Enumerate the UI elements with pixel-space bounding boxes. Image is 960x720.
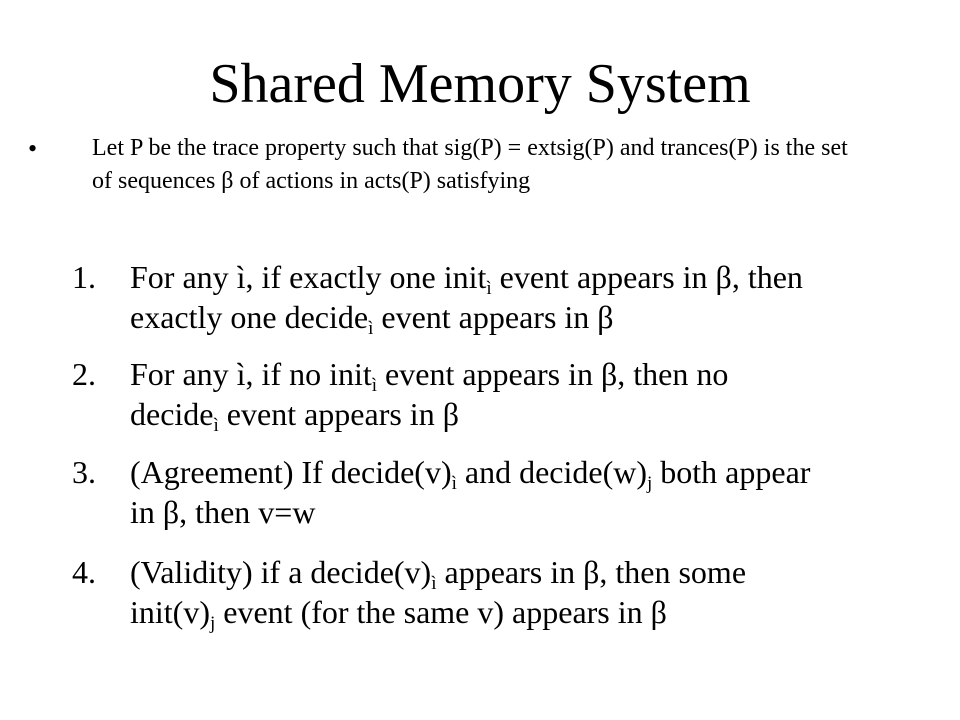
item-text: For any ì, if no initì event appears in … [130, 354, 930, 436]
item-text: (Validity) if a decide(v)ì appears in β,… [130, 552, 930, 634]
subscript: j [647, 473, 653, 494]
subscript: j [209, 613, 216, 634]
slide-title: Shared Memory System [209, 53, 751, 115]
item-line: (Validity) if a decide(v)ì appears in β,… [130, 552, 930, 594]
item-line: (Agreement) If decide(v)ì and decide(w)j… [130, 452, 930, 494]
text-run: event appears in β [218, 396, 459, 432]
text-run: in β, then v=w [130, 494, 316, 530]
text-run: decide [130, 396, 214, 432]
text-run: and decide(w) [456, 454, 647, 490]
item-text: For any ì, if exactly one initì event ap… [130, 257, 930, 339]
item-number: 1. [72, 259, 96, 295]
intro-bullet-text: Let P be the trace property such that si… [92, 135, 848, 194]
item-text: (Agreement) If decide(v)ì and decide(w)j… [130, 452, 930, 532]
text-run: (Validity) if a decide(v) [130, 554, 432, 590]
text-run: event appears in β, then no [377, 356, 729, 392]
text-run: (Agreement) If decide(v) [130, 454, 452, 490]
text-run: event appears in β [373, 299, 614, 335]
text-run: both appear [652, 454, 811, 490]
subscript: ì [368, 318, 374, 339]
subscript: ì [371, 375, 378, 396]
item-line: init(v)j event (for the same v) appears … [130, 592, 930, 634]
subscript: ì [451, 473, 457, 494]
subscript: ì [486, 278, 492, 299]
subscript: ì [213, 415, 219, 436]
text-run: init(v) [130, 594, 210, 630]
text-run: For any ì, if no init [130, 356, 372, 392]
item-number: 3. [72, 454, 96, 490]
item-line: For any ì, if no initì event appears in … [130, 354, 930, 396]
item-line: exactly one decideì event appears in β [130, 297, 930, 339]
text-run: event appears in β, then [491, 259, 803, 295]
subscript: ì [431, 573, 437, 594]
text-run: For any ì, if exactly one init [130, 259, 487, 295]
item-number: 4. [72, 554, 96, 590]
item-line: in β, then v=w [130, 492, 930, 532]
item-line: decideì event appears in β [130, 394, 930, 436]
text-run: exactly one decide [130, 299, 369, 335]
bullet-marker: • [28, 134, 38, 163]
text-run: event (for the same v) appears in β [215, 594, 667, 630]
item-line: For any ì, if exactly one initì event ap… [130, 257, 930, 299]
item-number: 2. [72, 356, 96, 392]
text-run: appears in β, then some [436, 554, 747, 590]
